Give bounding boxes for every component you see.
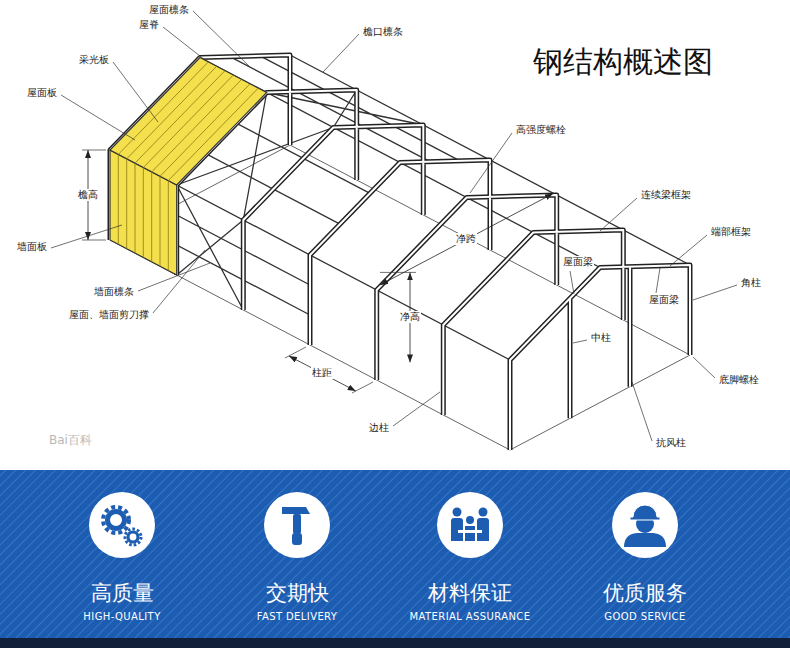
worker-shoulders bbox=[624, 533, 666, 547]
gear-teeth bbox=[125, 529, 141, 545]
dimension-label: 柱距 bbox=[311, 367, 333, 379]
badge-disc bbox=[264, 492, 330, 558]
feature-badge: 高质量 HIGH-QUALITY bbox=[47, 491, 197, 624]
part-label: 底脚螺栓 bbox=[718, 374, 760, 386]
part-label: 屋面梁 bbox=[562, 256, 594, 268]
bay-spacing-dimension bbox=[289, 356, 356, 391]
part-label: 墙面板 bbox=[16, 241, 48, 253]
extension-lines bbox=[82, 150, 416, 393]
badge-title: 材料保证 bbox=[395, 581, 545, 605]
service-banner bbox=[0, 470, 790, 648]
ground-outline bbox=[110, 145, 690, 450]
part-label: 屋面梁 bbox=[648, 294, 680, 306]
badge-title: 交期快 bbox=[222, 581, 372, 605]
badge-circle bbox=[88, 491, 156, 559]
clear-span-dimension bbox=[380, 194, 553, 285]
badge-circle bbox=[263, 491, 331, 559]
dimension-label: 檐高 bbox=[77, 189, 99, 201]
part-label: 采光板 bbox=[78, 54, 110, 66]
part-label: 屋面、墙面剪刀撑 bbox=[68, 309, 150, 321]
dimension-label: 净高 bbox=[399, 311, 421, 323]
person-head bbox=[466, 516, 474, 524]
part-label: 檐口檩条 bbox=[362, 26, 404, 38]
part-label: 屋面檩条 bbox=[148, 4, 190, 16]
purlins-and-bracing bbox=[110, 55, 690, 360]
badge-subtitle: GOOD SERVICE bbox=[570, 610, 720, 624]
part-label: 边柱 bbox=[368, 422, 390, 434]
person-body bbox=[465, 526, 475, 541]
part-label: 屋面板 bbox=[26, 87, 58, 99]
badge-icon bbox=[103, 507, 141, 545]
panel-ribs bbox=[118, 62, 258, 271]
table-top bbox=[458, 530, 482, 533]
badge-icon bbox=[282, 507, 310, 545]
badge-title: 高质量 bbox=[47, 581, 197, 605]
part-label: 屋脊 bbox=[138, 19, 160, 31]
hammer-grip bbox=[292, 533, 302, 545]
portal-frame-inner bbox=[110, 55, 690, 450]
badge-disc bbox=[89, 492, 155, 558]
worker-helmet bbox=[630, 505, 660, 520]
dimension-label: 净跨 bbox=[455, 233, 477, 245]
badge-circle bbox=[611, 491, 679, 559]
person-head bbox=[479, 508, 488, 517]
part-label: 高强度螺栓 bbox=[515, 124, 567, 136]
badge-title: 优质服务 bbox=[570, 581, 720, 605]
person-body bbox=[477, 518, 489, 541]
badge-icon bbox=[624, 505, 666, 547]
part-label: 抗风柱 bbox=[655, 437, 687, 449]
badge-icon bbox=[451, 508, 489, 542]
badge-disc bbox=[437, 492, 503, 558]
watermark: Bai百科 bbox=[48, 433, 93, 447]
badge-disc bbox=[612, 492, 678, 558]
diagram-title: 钢结构概述图 bbox=[533, 44, 713, 80]
part-label: 连续梁框架 bbox=[640, 189, 692, 201]
portal-frame-outline bbox=[110, 55, 690, 450]
feature-badge: 材料保证 MATERIAL ASSURANCE bbox=[395, 491, 545, 624]
feature-badge: 优质服务 GOOD SERVICE bbox=[570, 491, 720, 624]
person-body bbox=[451, 518, 463, 541]
part-label: 中柱 bbox=[590, 332, 612, 344]
banner-bottom-strip bbox=[0, 638, 790, 648]
part-label: 端部框架 bbox=[710, 226, 752, 238]
part-label: 墙面檩条 bbox=[93, 286, 135, 298]
gear-ring bbox=[108, 512, 125, 529]
badge-circle bbox=[436, 491, 504, 559]
gear-teeth bbox=[103, 507, 129, 533]
person-head bbox=[453, 508, 462, 517]
part-label: 角柱 bbox=[740, 277, 762, 289]
badge-subtitle: HIGH-QUALITY bbox=[47, 610, 197, 624]
leader-lines bbox=[51, 11, 737, 441]
hammer-handle bbox=[293, 514, 301, 534]
hammer-head bbox=[282, 507, 310, 514]
badge-subtitle: FAST DELIVERY bbox=[222, 610, 372, 624]
gear-ring bbox=[128, 532, 138, 542]
badge-subtitle: MATERIAL ASSURANCE bbox=[395, 610, 545, 624]
feature-badge: 交期快 FAST DELIVERY bbox=[222, 491, 372, 624]
